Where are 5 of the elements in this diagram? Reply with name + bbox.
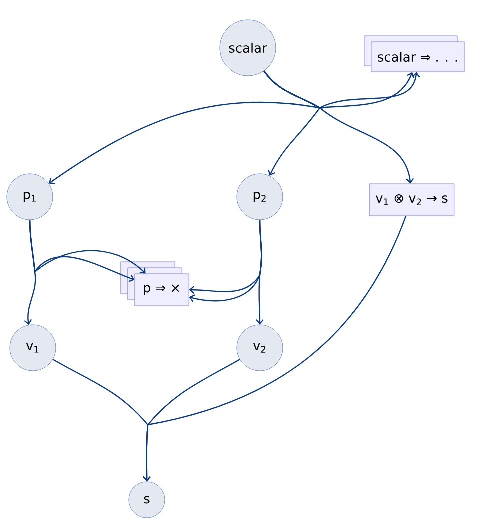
arrow [29, 220, 146, 274]
function-box: v$_{1}$ ⊗ v$_{2}$ → s [369, 184, 455, 216]
arrow [143, 216, 407, 482]
stacked-box: scalar ⇒ . . . [364, 36, 465, 72]
stacked-box: p ⇒ × [120, 262, 190, 306]
